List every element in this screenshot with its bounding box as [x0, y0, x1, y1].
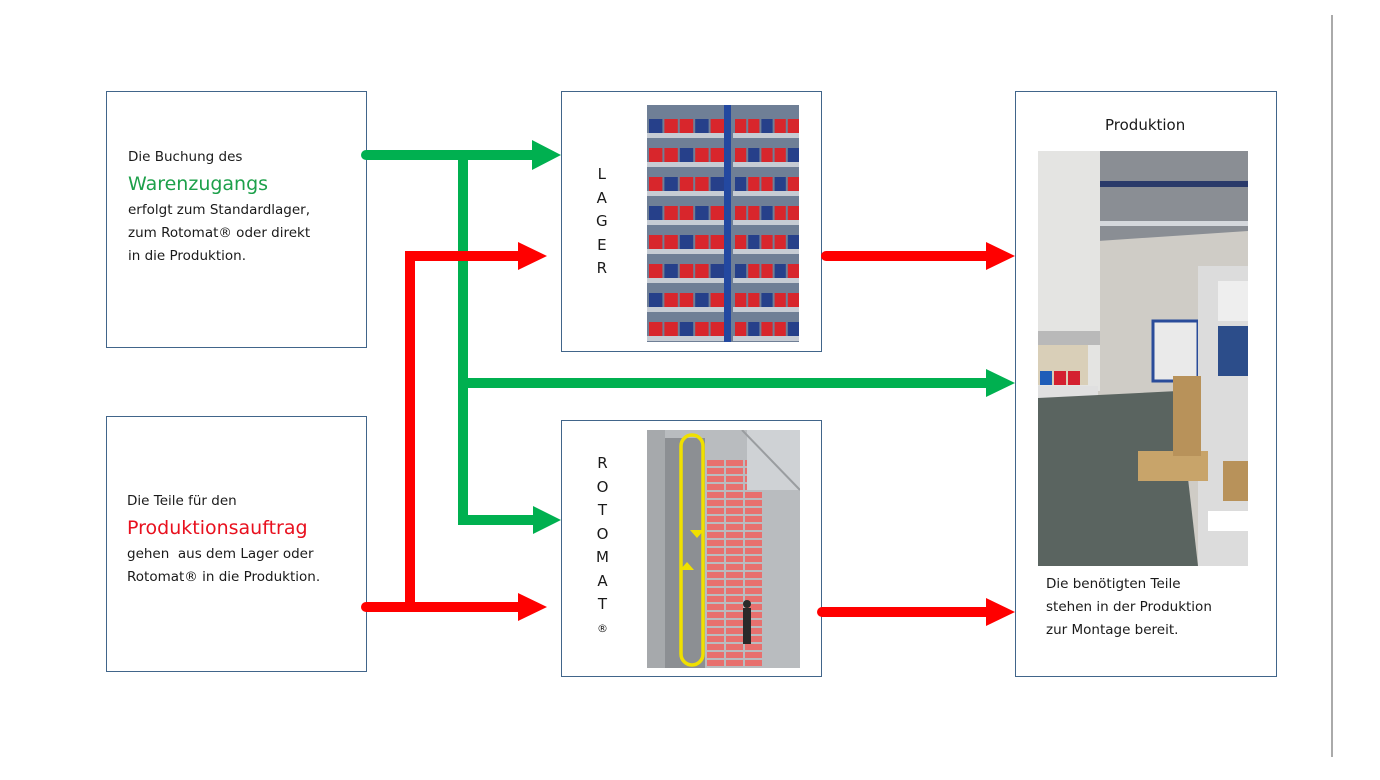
- warehouse-shelving-image: [647, 105, 799, 342]
- arrowhead-red-rotomat-prod: [986, 598, 1015, 626]
- red-trunk: [405, 251, 520, 607]
- rotomat-letter: A: [597, 571, 608, 590]
- order-highlight: Produktionsauftrag: [127, 517, 308, 539]
- arrowhead-red-rotomat: [518, 593, 547, 621]
- order-text: Die Teile für den Produktionsauftrag geh…: [127, 490, 320, 589]
- rotomat-letter: M: [596, 548, 609, 566]
- produktion-caption: Die benötigten Teile stehen in der Produ…: [1046, 573, 1212, 642]
- arrowhead-green-lager: [532, 140, 561, 170]
- registered-mark: ®: [596, 621, 608, 635]
- rotomat-label: R O T O M A T ®: [596, 452, 609, 640]
- green-trunk: [458, 155, 533, 525]
- rotomat-letter: T: [597, 501, 608, 519]
- rotomat-letter: O: [596, 524, 609, 543]
- lager-letter: R: [596, 259, 608, 277]
- receipt-line4: zum Rotomat® oder direkt: [128, 225, 311, 241]
- arrowhead-green-produktion: [986, 369, 1015, 397]
- receipt-line1: Die Buchung des: [128, 149, 243, 165]
- receipt-text: Die Buchung des Warenzugangs erfolgt zum…: [128, 146, 310, 268]
- receipt-line5: in die Produktion.: [128, 248, 247, 264]
- receipt-line3: erfolgt zum Standardlager,: [128, 202, 311, 218]
- rotomat-letter: T: [597, 595, 608, 613]
- arrowhead-red-lager-prod: [986, 242, 1015, 270]
- lager-label: L A G E R: [596, 163, 608, 281]
- lager-letter: L: [597, 165, 606, 183]
- produktion-title: Produktion: [1105, 116, 1186, 134]
- receipt-highlight: Warenzugangs: [128, 173, 269, 195]
- arrowhead-red-lager: [518, 242, 547, 270]
- rotomat-letter: R: [597, 454, 608, 472]
- caption-line2: stehen in der Produktion: [1046, 599, 1212, 615]
- caption-line1: Die benötigten Teile: [1046, 576, 1181, 592]
- order-line3: gehen aus dem Lager oder: [127, 546, 314, 562]
- page-separator-line: [1331, 15, 1333, 757]
- lager-letter: G: [596, 212, 608, 230]
- order-line1: Die Teile für den: [127, 493, 237, 509]
- production-hall-image: [1038, 151, 1248, 566]
- arrowhead-green-rotomat: [533, 506, 561, 534]
- rotomat-letter: O: [596, 477, 609, 496]
- rotomat-carousel-image: [647, 430, 800, 668]
- order-box: [106, 416, 367, 672]
- lager-letter: A: [596, 188, 607, 207]
- caption-line3: zur Montage bereit.: [1046, 622, 1179, 638]
- lager-letter: E: [597, 235, 607, 254]
- order-line4: Rotomat® in die Produktion.: [127, 569, 321, 585]
- receipt-box: [106, 91, 367, 348]
